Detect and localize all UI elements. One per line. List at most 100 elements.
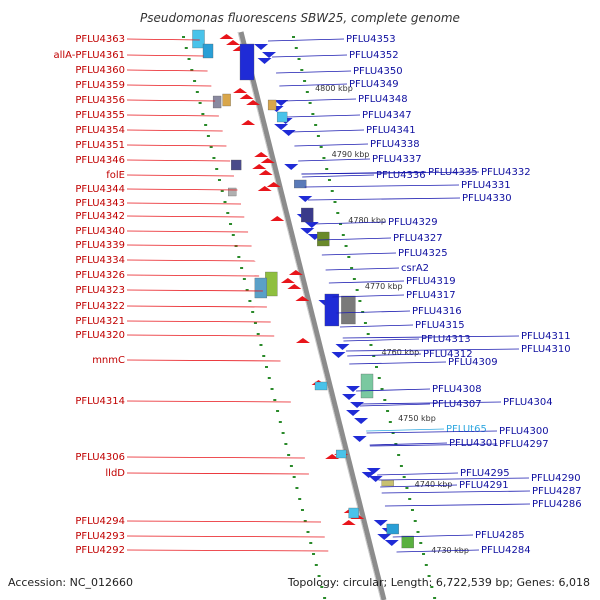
- ruler-tick: [327, 179, 331, 181]
- right-callout-line: [283, 98, 357, 102]
- left-gene-label: PFLU4340: [75, 226, 125, 237]
- right-gene-label: PFLU4350: [353, 66, 403, 77]
- ruler-tick: [253, 322, 257, 324]
- right-callout-line: [366, 430, 498, 434]
- ruler-tick: [298, 498, 302, 500]
- gene-block: [314, 381, 328, 391]
- right-gene-label: PFLU4329: [388, 217, 438, 228]
- ruler-tick: [314, 124, 318, 126]
- ruler-tick: [380, 388, 384, 390]
- right-callout-line: [339, 324, 414, 328]
- gene-block: [386, 523, 399, 535]
- right-gene-label: PFLU4313: [421, 334, 471, 345]
- reverse-gene-mark: [335, 344, 350, 350]
- scale-mark: 4770 kbp: [365, 282, 403, 291]
- right-gene-label: PFLU4290: [531, 473, 581, 484]
- right-gene-label: PFLU4316: [412, 306, 462, 317]
- gene-block: [381, 479, 394, 487]
- ruler-tick: [295, 487, 299, 489]
- left-gene-label: PFLU4323: [75, 285, 125, 296]
- left-gene-label: PFLU4354: [75, 125, 125, 136]
- right-gene-labels: PFLU4353PFLU4352PFLU4350PFLU4349PFLU4348…: [268, 34, 582, 556]
- left-callout-line: [126, 99, 216, 102]
- ruler-tick: [383, 399, 387, 401]
- ruler-tick: [206, 135, 210, 137]
- ruler-tick: [312, 553, 316, 555]
- right-callout-line: [396, 549, 480, 553]
- right-callout-line: [356, 388, 431, 392]
- ruler-tick: [344, 245, 348, 247]
- ruler-tick: [292, 36, 296, 38]
- ruler-tick: [375, 366, 379, 368]
- right-callout-line: [301, 171, 480, 175]
- scale-mark: 4760 kbp: [381, 348, 419, 357]
- ruler-tick: [317, 575, 321, 577]
- ruler-tick: [256, 333, 260, 335]
- right-callout-line: [345, 348, 520, 352]
- gene-block: [202, 43, 214, 59]
- right-gene-label: PFLU4308: [432, 384, 482, 395]
- forward-gene-mark: [252, 164, 267, 169]
- scale-mark: 4750 kbp: [398, 414, 436, 423]
- forward-gene-mark: [260, 158, 275, 163]
- ruler-tick: [262, 355, 266, 357]
- ruler-tick: [237, 256, 241, 258]
- left-callout-line: [126, 69, 208, 72]
- right-callout-line: [366, 428, 445, 432]
- ruler-tick: [311, 113, 315, 115]
- ruler-tick: [308, 102, 312, 104]
- forward-gene-mark: [246, 100, 261, 105]
- right-gene-label: PFLU4336: [376, 170, 426, 181]
- ruler-tick: [355, 289, 359, 291]
- right-gene-label: PFLU4352: [349, 50, 399, 61]
- reverse-gene-mark: [257, 58, 272, 64]
- ruler-tick: [402, 476, 406, 478]
- left-gene-label: PFLU4321: [75, 316, 125, 327]
- left-gene-label: PFLU4359: [75, 80, 125, 91]
- forward-gene-mark: [257, 186, 272, 191]
- right-callout-line: [304, 184, 460, 188]
- ruler-tick: [276, 410, 280, 412]
- ruler-tick: [339, 223, 343, 225]
- ruler-tick: [427, 575, 431, 577]
- reverse-gene-mark: [262, 52, 277, 58]
- right-callout-line: [336, 310, 411, 314]
- forward-gene-mark: [241, 120, 256, 125]
- left-callout-line: [126, 215, 245, 218]
- ruler-tick: [267, 377, 271, 379]
- right-gene-label: PFLU4325: [398, 248, 448, 259]
- right-gene-label: PFLU4317: [406, 290, 456, 301]
- right-gene-label: PFLU4347: [362, 110, 412, 121]
- left-gene-label: PFLU4326: [75, 270, 125, 281]
- gene-block: [222, 93, 231, 107]
- reverse-gene-mark: [373, 520, 388, 526]
- ruler-tick: [330, 190, 334, 192]
- ruler-tick: [305, 91, 309, 93]
- left-callout-line: [126, 320, 271, 323]
- forward-gene-mark: [254, 152, 269, 157]
- left-callout-line: [126, 84, 212, 87]
- ruler-tick: [413, 520, 417, 522]
- ruler-tick: [190, 69, 194, 71]
- right-callout-line: [384, 503, 531, 507]
- reverse-gene-mark: [300, 228, 315, 234]
- right-callout-line: [268, 38, 345, 42]
- reverse-gene-mark: [346, 410, 361, 416]
- reverse-gene-mark: [304, 222, 319, 228]
- gene-block: [265, 271, 278, 297]
- right-callout-line: [378, 477, 530, 481]
- ruler-tick: [377, 377, 381, 379]
- reverse-gene-mark: [361, 472, 376, 478]
- gene-block: [317, 231, 330, 247]
- forward-gene-mark: [219, 34, 234, 39]
- ruler-tick: [287, 454, 291, 456]
- ruler-tick: [350, 267, 354, 269]
- ruler-tick: [430, 586, 434, 588]
- ruler-tick: [372, 355, 376, 357]
- reverse-gene-mark: [384, 540, 399, 546]
- left-callout-line: [126, 535, 325, 538]
- gene-features: [192, 29, 414, 549]
- reverse-gene-mark: [331, 352, 346, 358]
- ruler-tick: [424, 564, 428, 566]
- gene-block: [212, 95, 222, 109]
